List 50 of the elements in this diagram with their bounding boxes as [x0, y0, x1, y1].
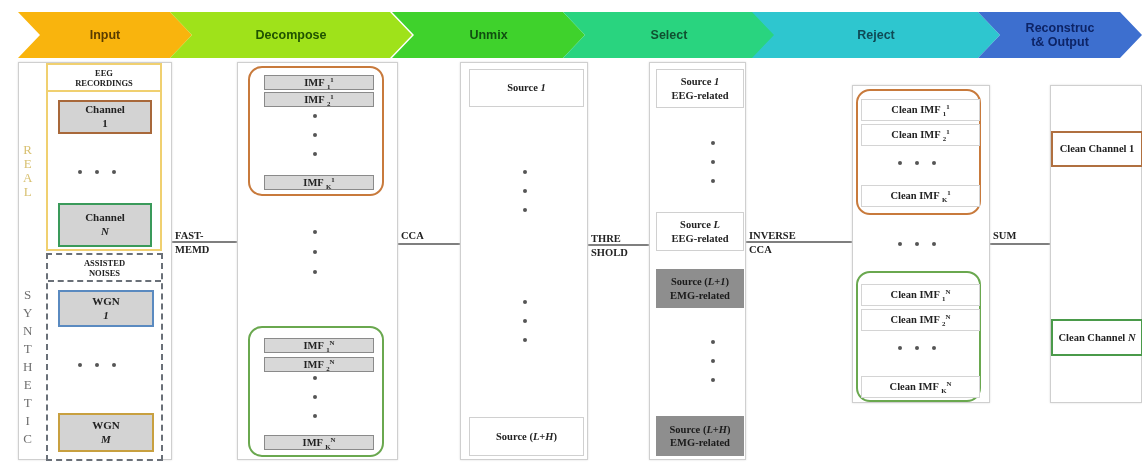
stage-label: Reject	[856, 27, 896, 43]
connector-line	[989, 243, 1051, 245]
stage-header	[752, 12, 1000, 58]
edge-label: CCA	[401, 229, 424, 243]
stage-label: Decompose	[254, 27, 328, 43]
source-box: Source L EEG-related	[656, 212, 744, 251]
group-heading: EEG RECORDINGS	[48, 65, 160, 93]
stage-label: Select	[649, 27, 689, 43]
source-box: Source (L+H)	[469, 417, 584, 456]
group-heading: ASSISTED NOISES	[48, 255, 161, 283]
source-box: Source 1	[469, 69, 584, 107]
stage-panel	[852, 85, 990, 403]
stage-header	[978, 12, 1142, 58]
connector-line	[397, 243, 461, 245]
imf-group-frame	[856, 271, 981, 402]
edge-label: THRE SHOLD	[591, 232, 629, 260]
stage-header	[563, 12, 775, 58]
group-frame	[46, 253, 163, 461]
stage-panel	[18, 62, 172, 460]
output-box: Clean Channel N	[1051, 319, 1142, 356]
imf-group-frame	[248, 326, 384, 457]
stage-header	[18, 12, 192, 58]
edge-label: SUM	[993, 229, 1017, 243]
stage-header	[392, 12, 585, 58]
signal-box: WGN 1	[58, 290, 154, 327]
output-box: Clean Channel 1	[1051, 131, 1142, 167]
stage-label: Reconstruc t& Output	[1024, 20, 1096, 50]
signal-box: WGN M	[58, 413, 154, 452]
stage-label: Unmix	[468, 27, 509, 43]
imf-group-frame	[856, 89, 981, 215]
source-box: Source (L+1) EMG-related	[656, 269, 744, 308]
edge-label: FAST- MEMD	[175, 229, 211, 257]
edge-label: INVERSE CCA	[749, 229, 797, 257]
stage-label: Input	[88, 27, 122, 43]
side-label: REAL	[23, 143, 33, 199]
stage-panel	[237, 62, 398, 460]
signal-box: Channel N	[58, 203, 152, 247]
group-frame	[46, 63, 162, 251]
connector-line	[745, 241, 853, 243]
signal-box: Channel 1	[58, 100, 152, 134]
connector-line	[171, 241, 238, 243]
stage-panel	[1050, 85, 1142, 403]
imf-group-frame	[248, 66, 384, 196]
side-label: SYNTHETIC	[23, 286, 33, 448]
stage-header	[170, 12, 412, 58]
stage-panel	[460, 62, 588, 460]
stage-panel	[649, 62, 746, 460]
connector-line	[587, 244, 650, 246]
source-box: Source 1 EEG-related	[656, 69, 744, 108]
source-box: Source (L+H) EMG-related	[656, 416, 744, 456]
